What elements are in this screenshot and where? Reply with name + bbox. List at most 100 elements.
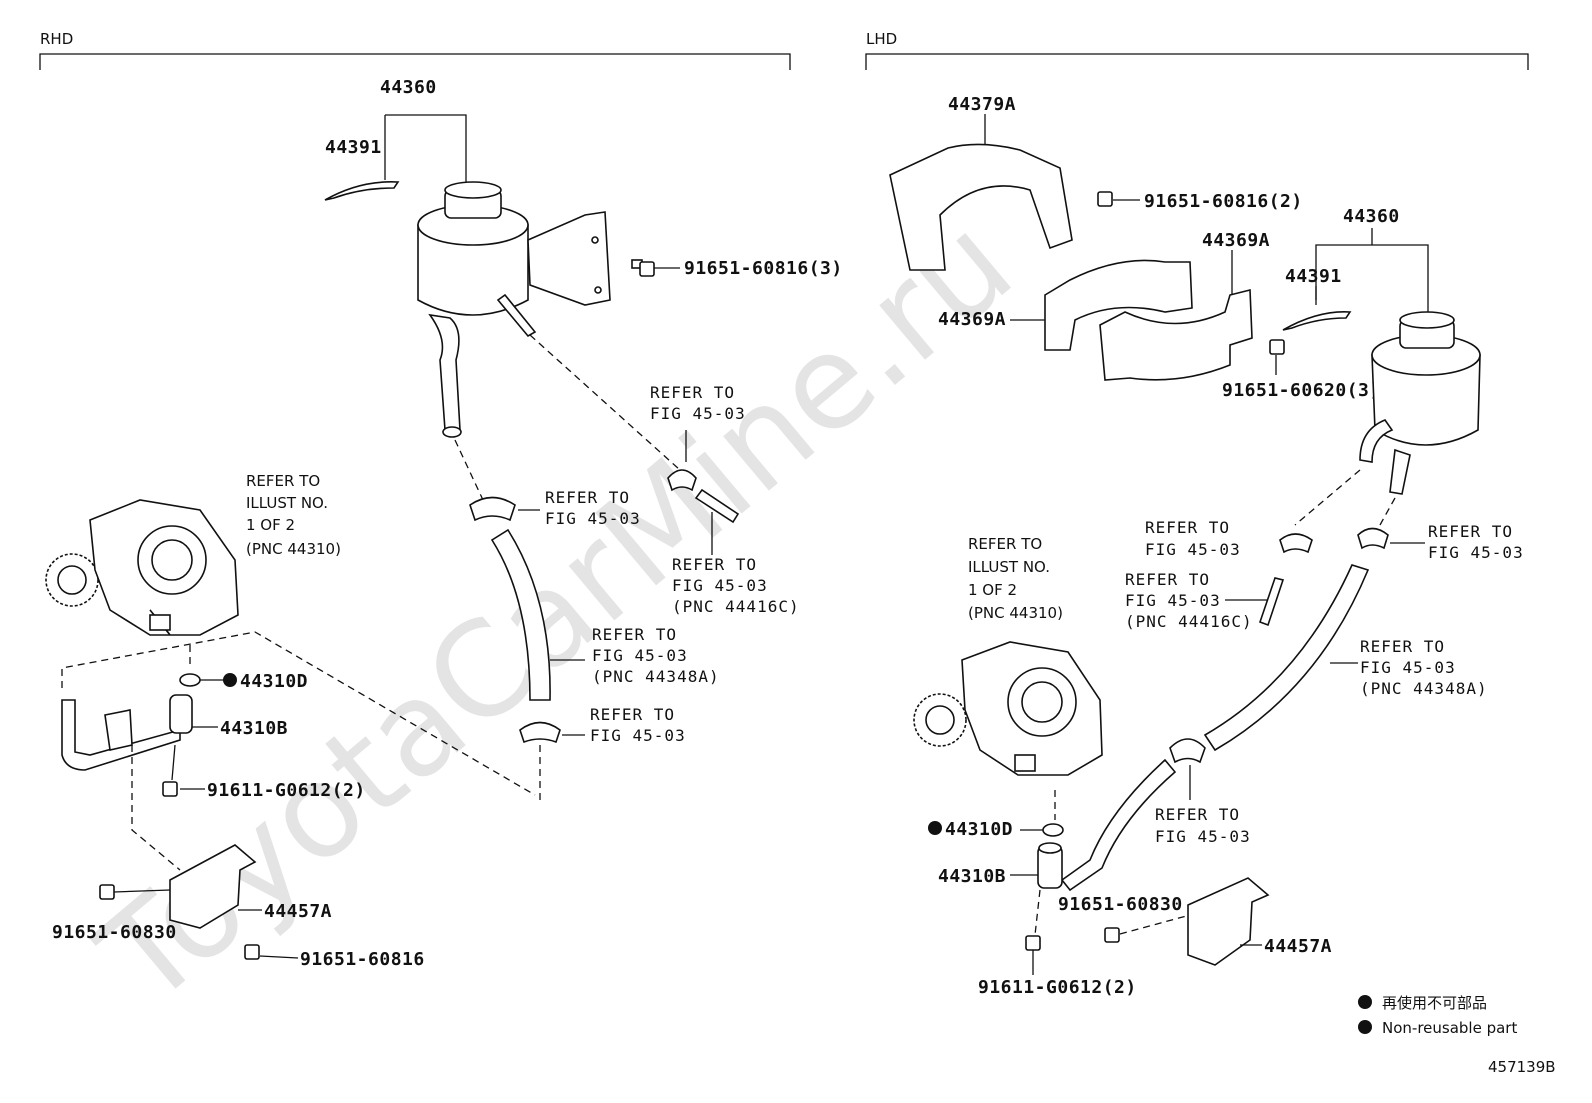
label-91651-60816-2-lhd: 91651-60816(2) [1144,191,1303,212]
power-steering-pump-lhd [913,641,1103,776]
label-44457a-rhd: 44457A [264,901,332,922]
section-rhd-label: RHD [40,30,73,48]
refer-fig-hose-a-rhd: REFER TO FIG 45-03 (PNC 44348A) [592,625,720,686]
hose-clamp-lhd-3 [1169,738,1206,764]
label-91651-60830-rhd: 91651-60830 [52,922,177,943]
refer-line: REFER TO [1155,805,1240,824]
label-91651-60830-lhd: 91651-60830 [1058,894,1183,915]
refer-line: REFER TO [650,383,735,402]
bolt-91651-60620-3-lhd [1269,339,1285,375]
figure-id: 457139B [1488,1058,1556,1076]
o-ring-44310d-lhd [1042,823,1064,837]
refer-fig-bottom-lhd: REFER TO FIG 45-03 [1155,805,1251,846]
label-44391-lhd: 44391 [1285,266,1342,287]
refer-line: REFER TO [590,705,675,724]
label-91611-g0612-2-rhd: 91611-G0612(2) [207,780,366,801]
refer-fig-clamp-rhd: REFER TO FIG 45-03 [545,488,640,528]
label-44391-rhd: 44391 [325,137,382,158]
refer-line: FIG 45-03 [1155,827,1251,846]
o-ring-44310d-rhd [179,673,201,687]
bolt-91651-60830-rhd [99,884,171,900]
return-hose-lhd [1203,564,1370,752]
refer-line: ILLUST NO. [968,558,1050,576]
refer-line: (PNC 44310) [968,604,1063,622]
refer-illust-rhd: REFER TO ILLUST NO. 1 OF 2 (PNC 44310) [246,472,341,558]
label-91651-60816-rhd: 91651-60816 [300,949,425,970]
refer-fig-hose-c-rhd: REFER TO FIG 45-03 (PNC 44416C) [672,555,800,616]
label-44360-rhd: 44360 [380,77,437,98]
refer-fig-clamp-a-lhd: REFER TO FIG 45-03 [1145,518,1241,559]
suction-hose-lhd [1060,758,1177,892]
label-44360-lhd: 44360 [1343,206,1400,227]
band-44369a-lhd [1044,259,1253,381]
refer-line: (PNC 44416C) [672,597,800,616]
reservoir-gasket-rhd [324,181,400,201]
refer-line: 1 OF 2 [968,581,1017,599]
power-steering-pump-rhd [45,499,239,636]
refer-line: FIG 45-03 [1360,658,1456,677]
refer-line: (PNC 44416C) [1125,612,1253,631]
section-rhd: RHD [39,30,791,70]
refer-fig-top-rhd: REFER TO FIG 45-03 [650,383,745,423]
label-44310d-lhd: 44310D [945,819,1013,840]
refer-line: REFER TO [672,555,757,574]
bracket-44457a-lhd [1187,877,1270,966]
refer-fig-hose-a-lhd: REFER TO FIG 45-03 (PNC 44348A) [1360,637,1488,698]
refer-line: FIG 45-03 [592,646,688,665]
hose-clamp-lhd-1 [1279,533,1313,554]
non-reusable-mark-lhd [928,821,942,835]
bolt-91611-g0612-rhd [162,744,205,797]
union-fitting-44310b-lhd [1037,842,1063,889]
reservoir-tank-lhd [1359,311,1481,495]
reservoir-tank-rhd [417,181,611,438]
refer-line: REFER TO [592,625,677,644]
refer-fig-bottom-rhd: REFER TO FIG 45-03 [590,705,686,745]
refer-line: REFER TO [1125,570,1210,589]
refer-line: REFER TO [968,535,1042,553]
hose-clamp-rhd-3 [519,721,561,744]
refer-line: FIG 45-03 [590,726,686,745]
bolt-91651-60816-rhd [631,259,680,277]
refer-line: (PNC 44310) [246,540,341,558]
section-lhd-label: LHD [866,30,897,48]
refer-line: FIG 45-03 [1145,540,1241,559]
non-reusable-mark-rhd [223,673,237,687]
reservoir-gasket-lhd [1282,311,1352,331]
section-lhd: LHD [865,30,1529,70]
hose-clamp-rhd-1 [469,496,516,522]
refer-line: REFER TO [545,488,630,507]
refer-line: 1 OF 2 [246,516,295,534]
refer-line: FIG 45-03 [1428,543,1524,562]
refer-line: (PNC 44348A) [592,667,720,686]
label-44369a-top-lhd: 44369A [1202,230,1270,251]
bolt-91651-60816-2-lhd [1097,191,1140,207]
refer-line: REFER TO [1428,522,1513,541]
legend-en: Non-reusable part [1382,1019,1517,1037]
refer-fig-hose-c-lhd: REFER TO FIG 45-03 (PNC 44416C) [1125,570,1253,631]
refer-line: FIG 45-03 [1125,591,1221,610]
refer-illust-lhd: REFER TO ILLUST NO. 1 OF 2 (PNC 44310) [968,535,1063,622]
label-44457a-lhd: 44457A [1264,936,1332,957]
bolt-91611-g0612-lhd [1025,889,1041,975]
label-91651-60620-3-lhd: 91651-60620(3) [1222,380,1381,401]
refer-line: REFER TO [1145,518,1230,537]
label-44310d-rhd: 44310D [240,671,308,692]
return-hose-rhd [490,528,551,701]
bracket-44379a-lhd [889,143,1073,271]
hose-clamp-lhd-2 [1357,527,1389,550]
refer-line: FIG 45-03 [672,576,768,595]
legend: 再使用不可部品 Non-reusable part [1358,994,1517,1037]
label-44310b-lhd: 44310B [938,866,1006,887]
label-91651-60816-3-rhd: 91651-60816(3) [684,258,843,279]
label-91611-g0612-2-lhd: 91611-G0612(2) [978,977,1137,998]
refer-fig-clamp-b-lhd: REFER TO FIG 45-03 [1428,522,1524,562]
legend-jp: 再使用不可部品 [1382,994,1487,1012]
bolt-91651-60816-single-rhd [244,944,299,960]
union-pipe-44310b-rhd [61,694,193,771]
bolt-91651-60830-lhd [1104,914,1191,943]
short-hose-lhd [1258,577,1285,627]
label-44369a-left-lhd: 44369A [938,309,1006,330]
refer-line: (PNC 44348A) [1360,679,1488,698]
